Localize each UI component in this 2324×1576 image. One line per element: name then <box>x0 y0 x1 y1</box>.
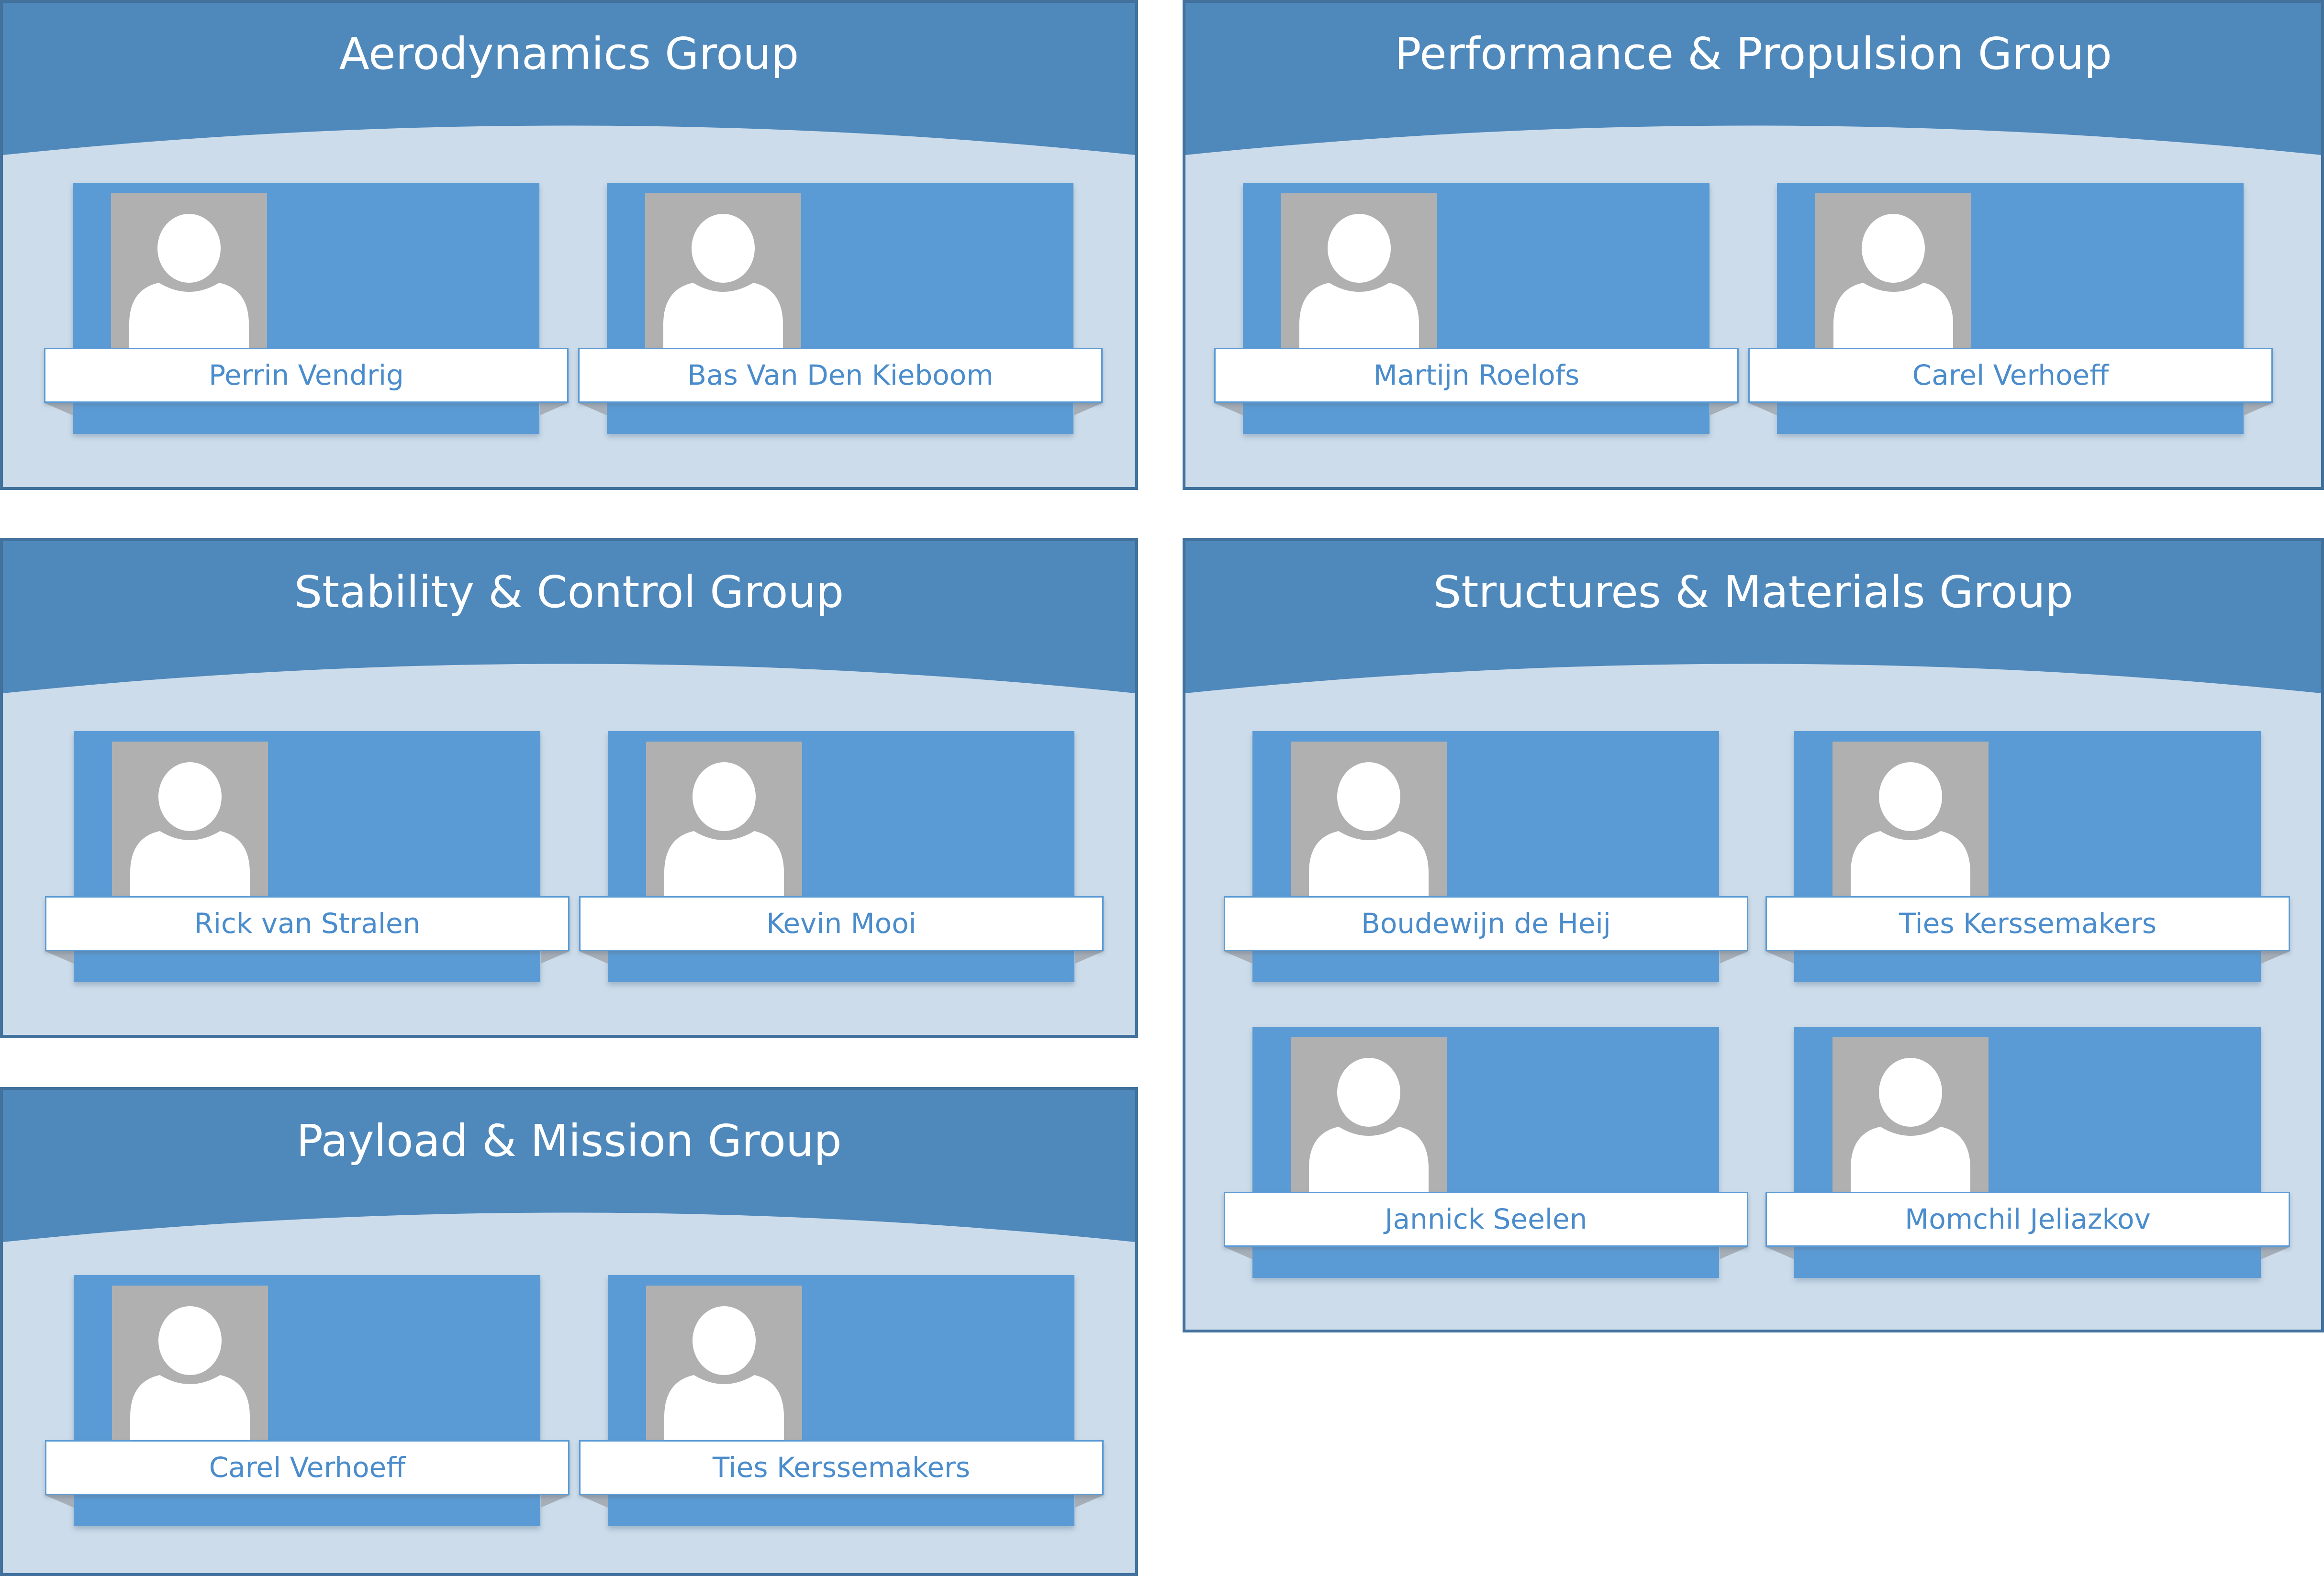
member-card: Perrin Vendrig <box>44 183 570 436</box>
person-placeholder-icon <box>112 1286 268 1442</box>
person-placeholder-icon <box>646 742 802 898</box>
person-placeholder-icon <box>111 193 267 349</box>
member-name-bar: Ties Kerssemakers <box>1765 896 2290 951</box>
member-name: Jannick Seelen <box>1385 1203 1587 1235</box>
member-card: Rick van Stralen <box>45 731 571 985</box>
member-name-bar: Kevin Mooi <box>579 896 1104 951</box>
member-card: Carel Verhoeff <box>45 1275 571 1529</box>
group-header <box>3 1090 1135 1248</box>
member-name-bar: Carel Verhoeff <box>45 1440 570 1495</box>
member-name-bar: Martijn Roelofs <box>1214 348 1739 403</box>
person-placeholder-icon <box>646 1286 802 1442</box>
member-name-bar: Ties Kerssemakers <box>579 1440 1104 1495</box>
member-name-bar: Perrin Vendrig <box>44 348 569 403</box>
member-name: Martijn Roelofs <box>1373 359 1580 391</box>
member-name-bar: Rick van Stralen <box>45 896 570 951</box>
person-placeholder-icon <box>1281 193 1437 349</box>
member-card: Boudewijn de Heij <box>1224 731 1750 985</box>
member-name: Carel Verhoeff <box>209 1451 406 1484</box>
group-title: Structures & Materials Group <box>1433 566 2074 618</box>
group-title: Payload & Mission Group <box>296 1115 842 1166</box>
member-name-bar: Boudewijn de Heij <box>1224 896 1748 951</box>
group-aerodynamics: Aerodynamics Group Perrin Vendrig Bas Va… <box>0 0 1138 490</box>
member-name: Rick van Stralen <box>194 907 421 940</box>
group-header <box>3 541 1135 699</box>
person-placeholder-icon <box>1291 742 1447 898</box>
group-header <box>1185 541 2321 699</box>
member-name-bar: Carel Verhoeff <box>1748 348 2273 403</box>
member-card: Ties Kerssemakers <box>1765 731 2292 985</box>
member-name-bar: Momchil Jeliazkov <box>1765 1192 2290 1247</box>
person-placeholder-icon <box>645 193 801 349</box>
member-name: Momchil Jeliazkov <box>1905 1203 2151 1235</box>
person-placeholder-icon <box>1815 193 1971 349</box>
member-card: Martijn Roelofs <box>1214 183 1741 436</box>
group-title: Stability & Control Group <box>294 566 844 618</box>
member-name-bar: Jannick Seelen <box>1224 1192 1748 1247</box>
member-card: Carel Verhoeff <box>1748 183 2275 436</box>
person-placeholder-icon <box>112 742 268 898</box>
group-header <box>3 3 1135 161</box>
member-name: Boudewijn de Heij <box>1361 907 1611 940</box>
member-name: Ties Kerssemakers <box>1899 907 2157 940</box>
group-structures-materials: Structures & Materials Group Boudewijn d… <box>1183 538 2324 1332</box>
member-card: Bas Van Den Kieboom <box>578 183 1105 436</box>
member-card: Jannick Seelen <box>1224 1027 1750 1280</box>
member-name: Kevin Mooi <box>766 907 916 940</box>
group-payload-mission: Payload & Mission Group Carel Verhoeff T… <box>0 1087 1138 1576</box>
person-placeholder-icon <box>1291 1037 1447 1193</box>
group-performance-propulsion: Performance & Propulsion Group Martijn R… <box>1183 0 2324 490</box>
group-title: Performance & Propulsion Group <box>1395 28 2112 79</box>
group-stability-control: Stability & Control Group Rick van Stral… <box>0 538 1138 1038</box>
member-name-bar: Bas Van Den Kieboom <box>578 348 1103 403</box>
member-name: Bas Van Den Kieboom <box>687 359 994 391</box>
member-name: Ties Kerssemakers <box>712 1451 971 1484</box>
member-name: Carel Verhoeff <box>1912 359 2109 391</box>
member-name: Perrin Vendrig <box>209 359 404 391</box>
group-title: Aerodynamics Group <box>339 28 799 79</box>
member-card: Ties Kerssemakers <box>579 1275 1106 1529</box>
member-card: Kevin Mooi <box>579 731 1106 985</box>
member-card: Momchil Jeliazkov <box>1765 1027 2292 1280</box>
person-placeholder-icon <box>1832 1037 1989 1193</box>
group-header <box>1185 3 2321 161</box>
person-placeholder-icon <box>1832 742 1989 898</box>
